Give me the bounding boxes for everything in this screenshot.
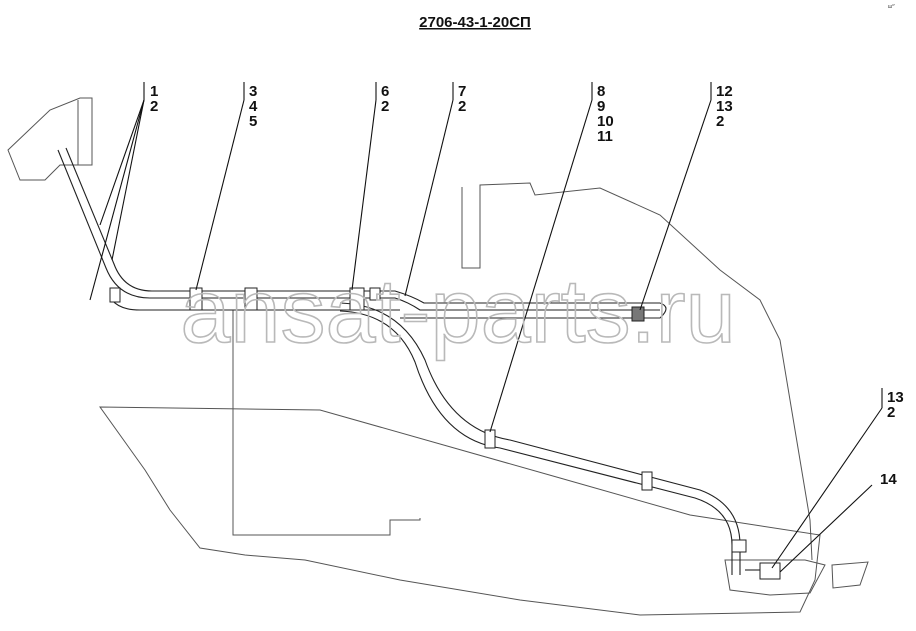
watermark-text: ansat-parts.ru: [180, 262, 735, 362]
callout-number: 5: [249, 113, 257, 130]
callout-number: 8: [597, 83, 605, 100]
callout-g7: 132: [887, 389, 904, 421]
callout-number: 2: [887, 404, 895, 421]
reservoir-component: [7, 97, 93, 181]
callout-number: 4: [249, 98, 258, 115]
callout-g1: 12: [150, 83, 158, 115]
body-outline: [99, 182, 869, 616]
callout-number: 7: [458, 83, 466, 100]
callout-number: 1: [150, 83, 158, 100]
callout-number: 11: [597, 128, 613, 145]
diagram-title: 2706-43-1-20СП: [419, 14, 531, 31]
callout-number: 14: [880, 471, 897, 488]
callout-number: 9: [597, 98, 605, 115]
callout-number: 2: [150, 98, 158, 115]
callout-number: 2: [458, 98, 466, 115]
corner-mark: ш°’: [888, 4, 895, 10]
callout-number: 3: [249, 83, 257, 100]
callout-number: 2: [381, 98, 389, 115]
callout-number: 13: [716, 98, 733, 115]
callout-number: 12: [716, 83, 733, 100]
callout-g3: 62: [381, 83, 389, 115]
callout-number: 6: [381, 83, 389, 100]
callout-g4: 72: [458, 83, 466, 115]
callout-g8: 14: [880, 471, 897, 488]
callout-g2: 345: [249, 83, 258, 130]
callout-number: 2: [716, 113, 724, 130]
callout-number: 13: [887, 389, 904, 406]
pipe-lower: [339, 302, 741, 575]
leader-lines: [89, 82, 883, 573]
pipe-clamps: [109, 287, 781, 580]
callout-number: 10: [597, 113, 614, 130]
